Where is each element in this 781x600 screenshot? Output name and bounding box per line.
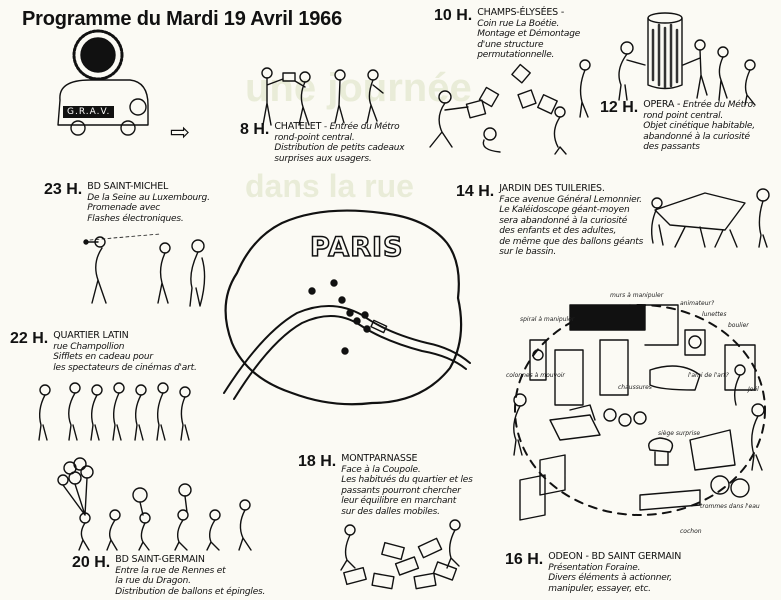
event-line: rond point central. xyxy=(643,110,724,121)
event-line: Face à la Coupole. xyxy=(341,464,421,475)
odeon-label: animateur? xyxy=(680,300,715,307)
mobile-slabs-illustration xyxy=(340,519,461,590)
event-line: des passants xyxy=(643,142,700,152)
event-line: Objet cinétique habitable, xyxy=(643,121,755,131)
flashes-figures-illustration xyxy=(83,233,206,307)
event-place: BD SAINT-GERMAIN xyxy=(115,554,205,565)
balloons-illustration xyxy=(57,457,252,551)
event-line: Distribution de petits cadeaux xyxy=(274,143,405,153)
event-line: surprises aux usagers. xyxy=(274,153,372,164)
odeon-label: murs à manipuler xyxy=(610,292,664,299)
event-line: la rue du Dragon. xyxy=(115,576,191,586)
arrow-right-icon: ⇨ xyxy=(170,118,191,146)
odeon-label: trommes dans l'eau xyxy=(700,503,760,510)
event-line: sur le bassin. xyxy=(499,247,556,257)
odeon-label: siège surprise xyxy=(658,430,701,437)
event-line: Entre la rue de Rennes et xyxy=(115,565,226,576)
event-place: OPERA - xyxy=(643,99,681,110)
event-line: permutationnelle. xyxy=(477,50,555,60)
event-place: QUARTIER LATIN xyxy=(53,330,129,341)
odeon-label: lunettes xyxy=(702,311,727,318)
event-line: passants pourront chercher xyxy=(341,485,461,496)
event-line: leur équilibre en marchant xyxy=(341,496,457,506)
event-22h: 22 H. QUARTIER LATIN rue Champollion Sif… xyxy=(10,330,197,373)
event-line: Face avenue Général Lemonnier. xyxy=(499,194,642,205)
event-line: rue Champollion xyxy=(53,341,125,352)
event-hour: 23 H. xyxy=(44,181,83,198)
event-place: CHAMPS-ÉLYSÉES - xyxy=(477,7,565,18)
event-hour: 10 H. xyxy=(434,7,473,24)
event-line: - Entrée du Métro xyxy=(323,122,400,132)
event-line: Divers éléments à actionner, xyxy=(548,573,672,583)
event-line: d'une structure xyxy=(477,39,544,50)
event-hour: 8 H. xyxy=(240,121,270,138)
event-line: abandonné à la curiosité xyxy=(643,131,750,142)
event-line: des enfants et des adultes, xyxy=(499,226,617,236)
event-18h: 18 H. MONTPARNASSE Face à la Coupole. Le… xyxy=(298,453,473,517)
event-line: rond-point central. xyxy=(274,132,355,143)
paris-map xyxy=(223,209,471,406)
odeon-label: cochon xyxy=(680,528,702,535)
odeon-label: chaussures xyxy=(618,384,652,391)
event-20h: 20 H. BD SAINT-GERMAIN Entre la rue de R… xyxy=(72,554,266,597)
event-16h: 16 H. ODEON - BD SAINT GERMAIN Présentat… xyxy=(505,551,682,594)
event-23h: 23 H. BD SAINT-MICHEL De la Seine au Lux… xyxy=(44,181,210,224)
event-line: Promenade avec xyxy=(87,203,161,213)
event-line: Distribution de ballons et épingles. xyxy=(115,586,266,597)
opera-cylinder-illustration xyxy=(618,12,756,106)
odeon-label: colonnes à mouvoir xyxy=(506,372,565,379)
event-place: JARDIN DES TUILERIES. xyxy=(499,183,605,194)
event-place: CHATELET xyxy=(274,121,322,132)
event-hour: 16 H. xyxy=(505,551,544,568)
event-line: Entrée du Métro. xyxy=(682,100,756,110)
event-line: Flashes électroniques. xyxy=(87,213,184,224)
kaleidoscope-illustration xyxy=(650,188,770,248)
odeon-label: Joël xyxy=(748,386,759,393)
event-hour: 12 H. xyxy=(600,99,639,116)
event-line: manipuler, essayer, etc. xyxy=(548,583,651,594)
event-14h: 14 H. JARDIN DES TUILERIES. Face avenue … xyxy=(456,183,644,258)
event-place: ODEON - BD SAINT GERMAIN xyxy=(548,551,682,562)
grav-bus-label: G.R.A.V. xyxy=(63,106,115,118)
quartier-latin-crowd-illustration xyxy=(38,382,191,441)
event-place: BD SAINT-MICHEL xyxy=(87,181,169,192)
event-line: Présentation Foraine. xyxy=(548,562,641,573)
odeon-label: spiral à manipuler xyxy=(520,316,575,323)
odeon-fair-illustration xyxy=(513,304,766,521)
event-hour: 22 H. xyxy=(10,330,49,347)
event-line: Coin rue La Boétie. xyxy=(477,18,560,29)
event-line: Montage et Démontage xyxy=(477,29,581,39)
event-8h: 8 H. CHATELET - Entrée du Métro rond-poi… xyxy=(240,121,405,164)
event-line: sera abandonné à la curiosité xyxy=(499,215,628,226)
event-line: Les habitués du quartier et les xyxy=(341,475,473,485)
event-line: de même que des ballons géants xyxy=(499,236,644,247)
page-title: Programme du Mardi 19 Avril 1966 xyxy=(22,8,343,30)
event-hour: 14 H. xyxy=(456,183,495,200)
event-line: Sifflets en cadeau pour xyxy=(53,352,153,362)
event-line: Le Kaléidoscope géant-moyen xyxy=(499,205,630,215)
ghost-text: dans la rue xyxy=(245,168,414,204)
odeon-label: l'ami de l'art? xyxy=(688,372,729,379)
grav-bus-illustration xyxy=(57,29,149,136)
event-12h: 12 H. OPERA - Entrée du Métro. rond poin… xyxy=(600,99,756,153)
chatelet-figures-illustration xyxy=(261,67,384,126)
event-line: sur des dalles mobiles. xyxy=(341,506,440,517)
event-line: les spectateurs de cinémas d'art. xyxy=(53,362,197,373)
champs-elysees-structure-illustration xyxy=(429,59,591,155)
event-10h: 10 H. CHAMPS-ÉLYSÉES - Coin rue La Boéti… xyxy=(434,7,581,61)
map-label: PARIS xyxy=(309,231,404,264)
event-place: MONTPARNASSE xyxy=(341,453,418,464)
event-line: De la Seine au Luxembourg. xyxy=(87,192,210,203)
event-hour: 20 H. xyxy=(72,554,111,571)
event-hour: 18 H. xyxy=(298,453,337,470)
odeon-label: boulier xyxy=(728,322,749,329)
